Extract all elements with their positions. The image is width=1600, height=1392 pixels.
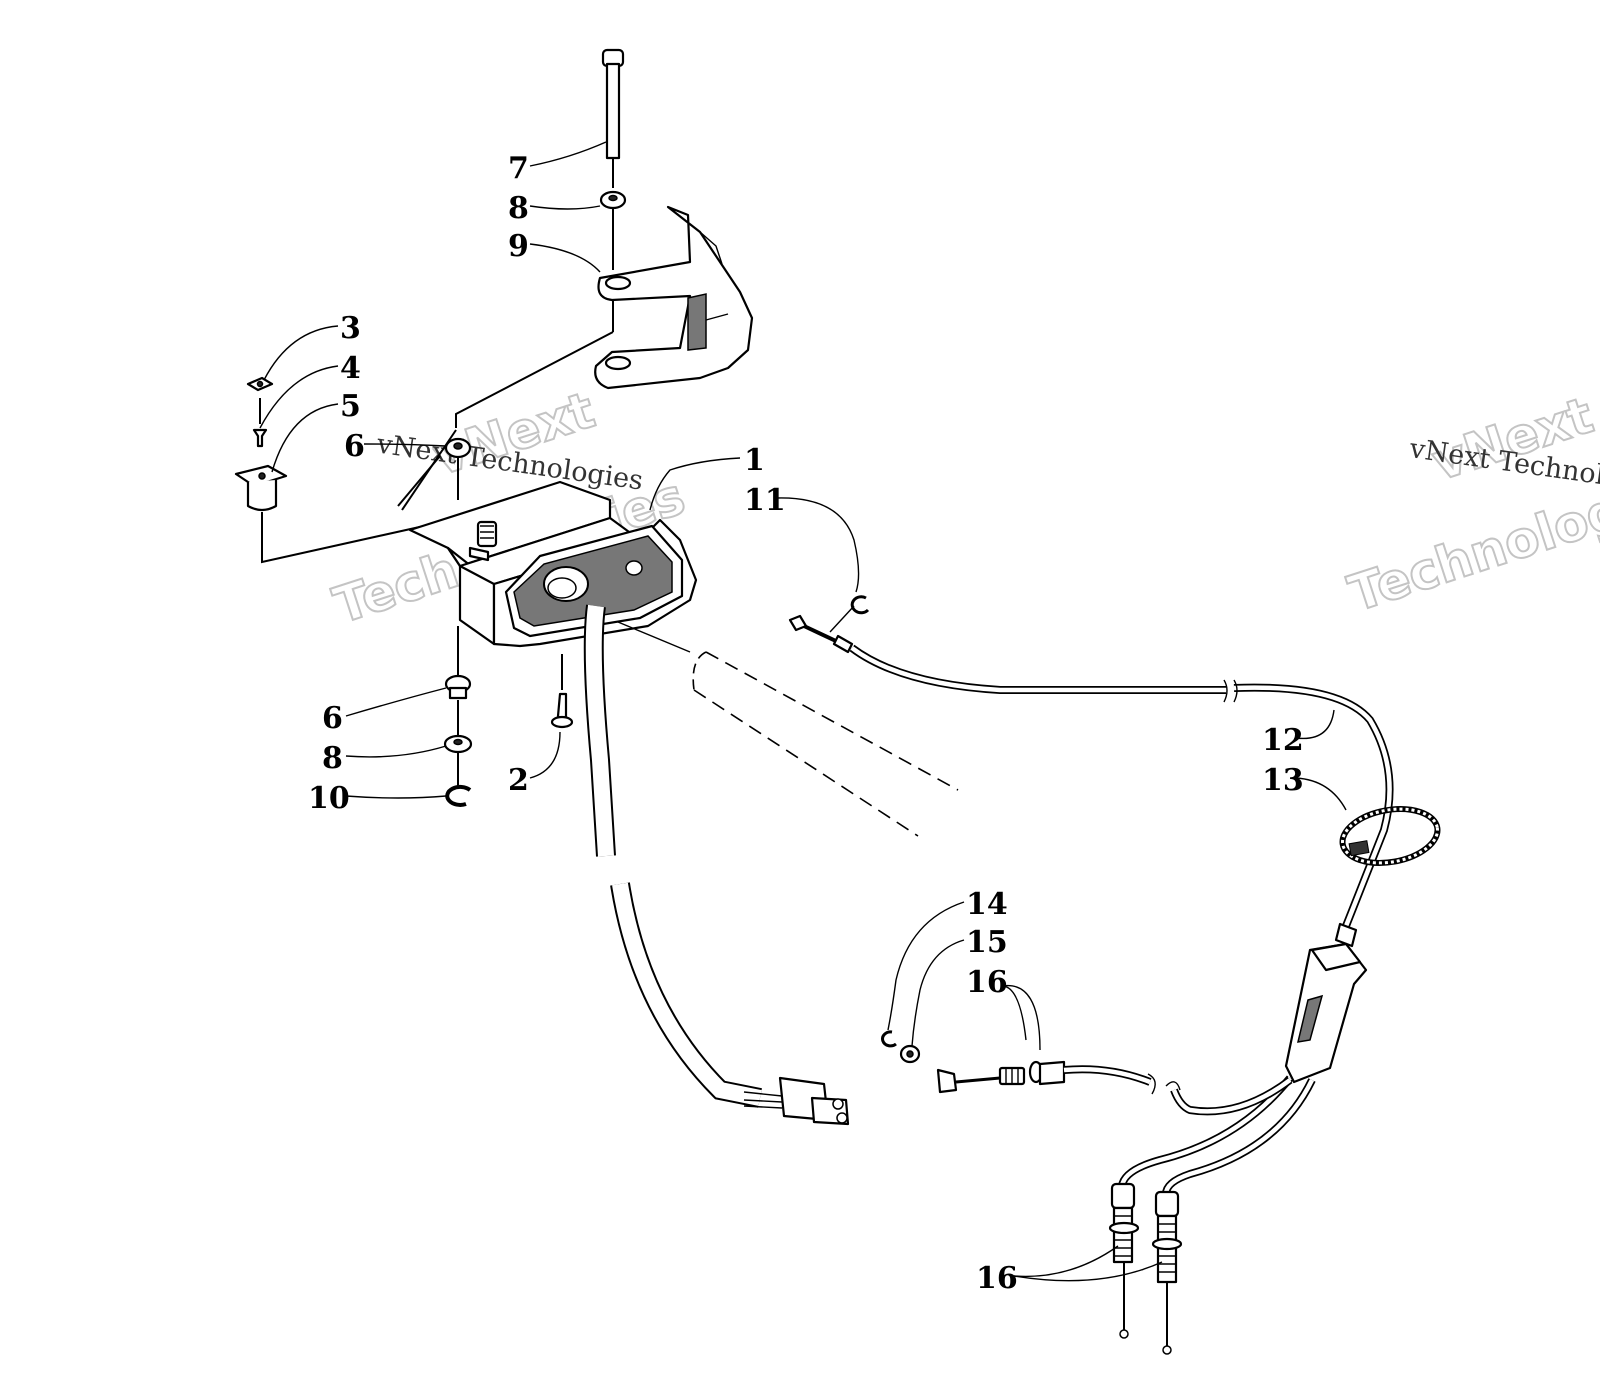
- part-3-clip: [246, 376, 274, 392]
- part-10-lockwasher: [445, 784, 472, 807]
- part-12-cable: [788, 614, 1394, 948]
- callout-labels: 7 8 9 3 4 5 6 1 11 6 8 10 2 12 13 14 15 …: [308, 151, 1304, 1296]
- callout-4: 4: [340, 351, 361, 386]
- callout-14: 14: [966, 887, 1008, 922]
- wiring-harness: [583, 604, 850, 1126]
- part-11-clip: [850, 595, 870, 615]
- callout-8-top: 8: [508, 191, 529, 226]
- part-5-grommet: [234, 464, 288, 512]
- callout-16-bottom: 16: [976, 1261, 1018, 1296]
- part-14-clip: [881, 1030, 897, 1048]
- callout-7: 7: [508, 151, 529, 186]
- callout-11: 11: [744, 483, 786, 518]
- part-1-throttle-housing: [408, 480, 698, 648]
- callout-3: 3: [340, 311, 361, 346]
- callout-12: 12: [1262, 723, 1304, 758]
- part-6-washer-top: [444, 437, 472, 459]
- callout-15: 15: [966, 925, 1008, 960]
- callout-6-top: 6: [344, 429, 365, 464]
- callout-5: 5: [340, 389, 361, 424]
- part-16-cable-end: [936, 1060, 1156, 1095]
- callout-9: 9: [508, 229, 529, 264]
- callout-13: 13: [1262, 763, 1304, 798]
- callout-16-top: 16: [966, 965, 1008, 1000]
- part-15-washer: [899, 1044, 921, 1064]
- part-7-pin: [601, 48, 625, 160]
- handlebar-phantom: [617, 621, 959, 837]
- part-13-band-clamp: [1339, 806, 1441, 866]
- part-9-bracket: [594, 205, 754, 390]
- part-4-screw: [252, 428, 268, 448]
- split-cables: [1108, 1075, 1316, 1355]
- leader-lines: [259, 141, 1347, 1282]
- callout-2: 2: [508, 763, 529, 798]
- cable-junction-box: [1284, 942, 1368, 1084]
- part-8-washer-top: [599, 190, 627, 210]
- callout-6-bottom: 6: [322, 701, 343, 736]
- callout-8-bottom: 8: [322, 741, 343, 776]
- callout-10: 10: [308, 781, 350, 816]
- part-8-washer-bottom: [443, 734, 473, 754]
- callout-1: 1: [744, 443, 765, 478]
- part-6-washer-bottom: [444, 674, 472, 700]
- part-2-screw: [550, 654, 574, 729]
